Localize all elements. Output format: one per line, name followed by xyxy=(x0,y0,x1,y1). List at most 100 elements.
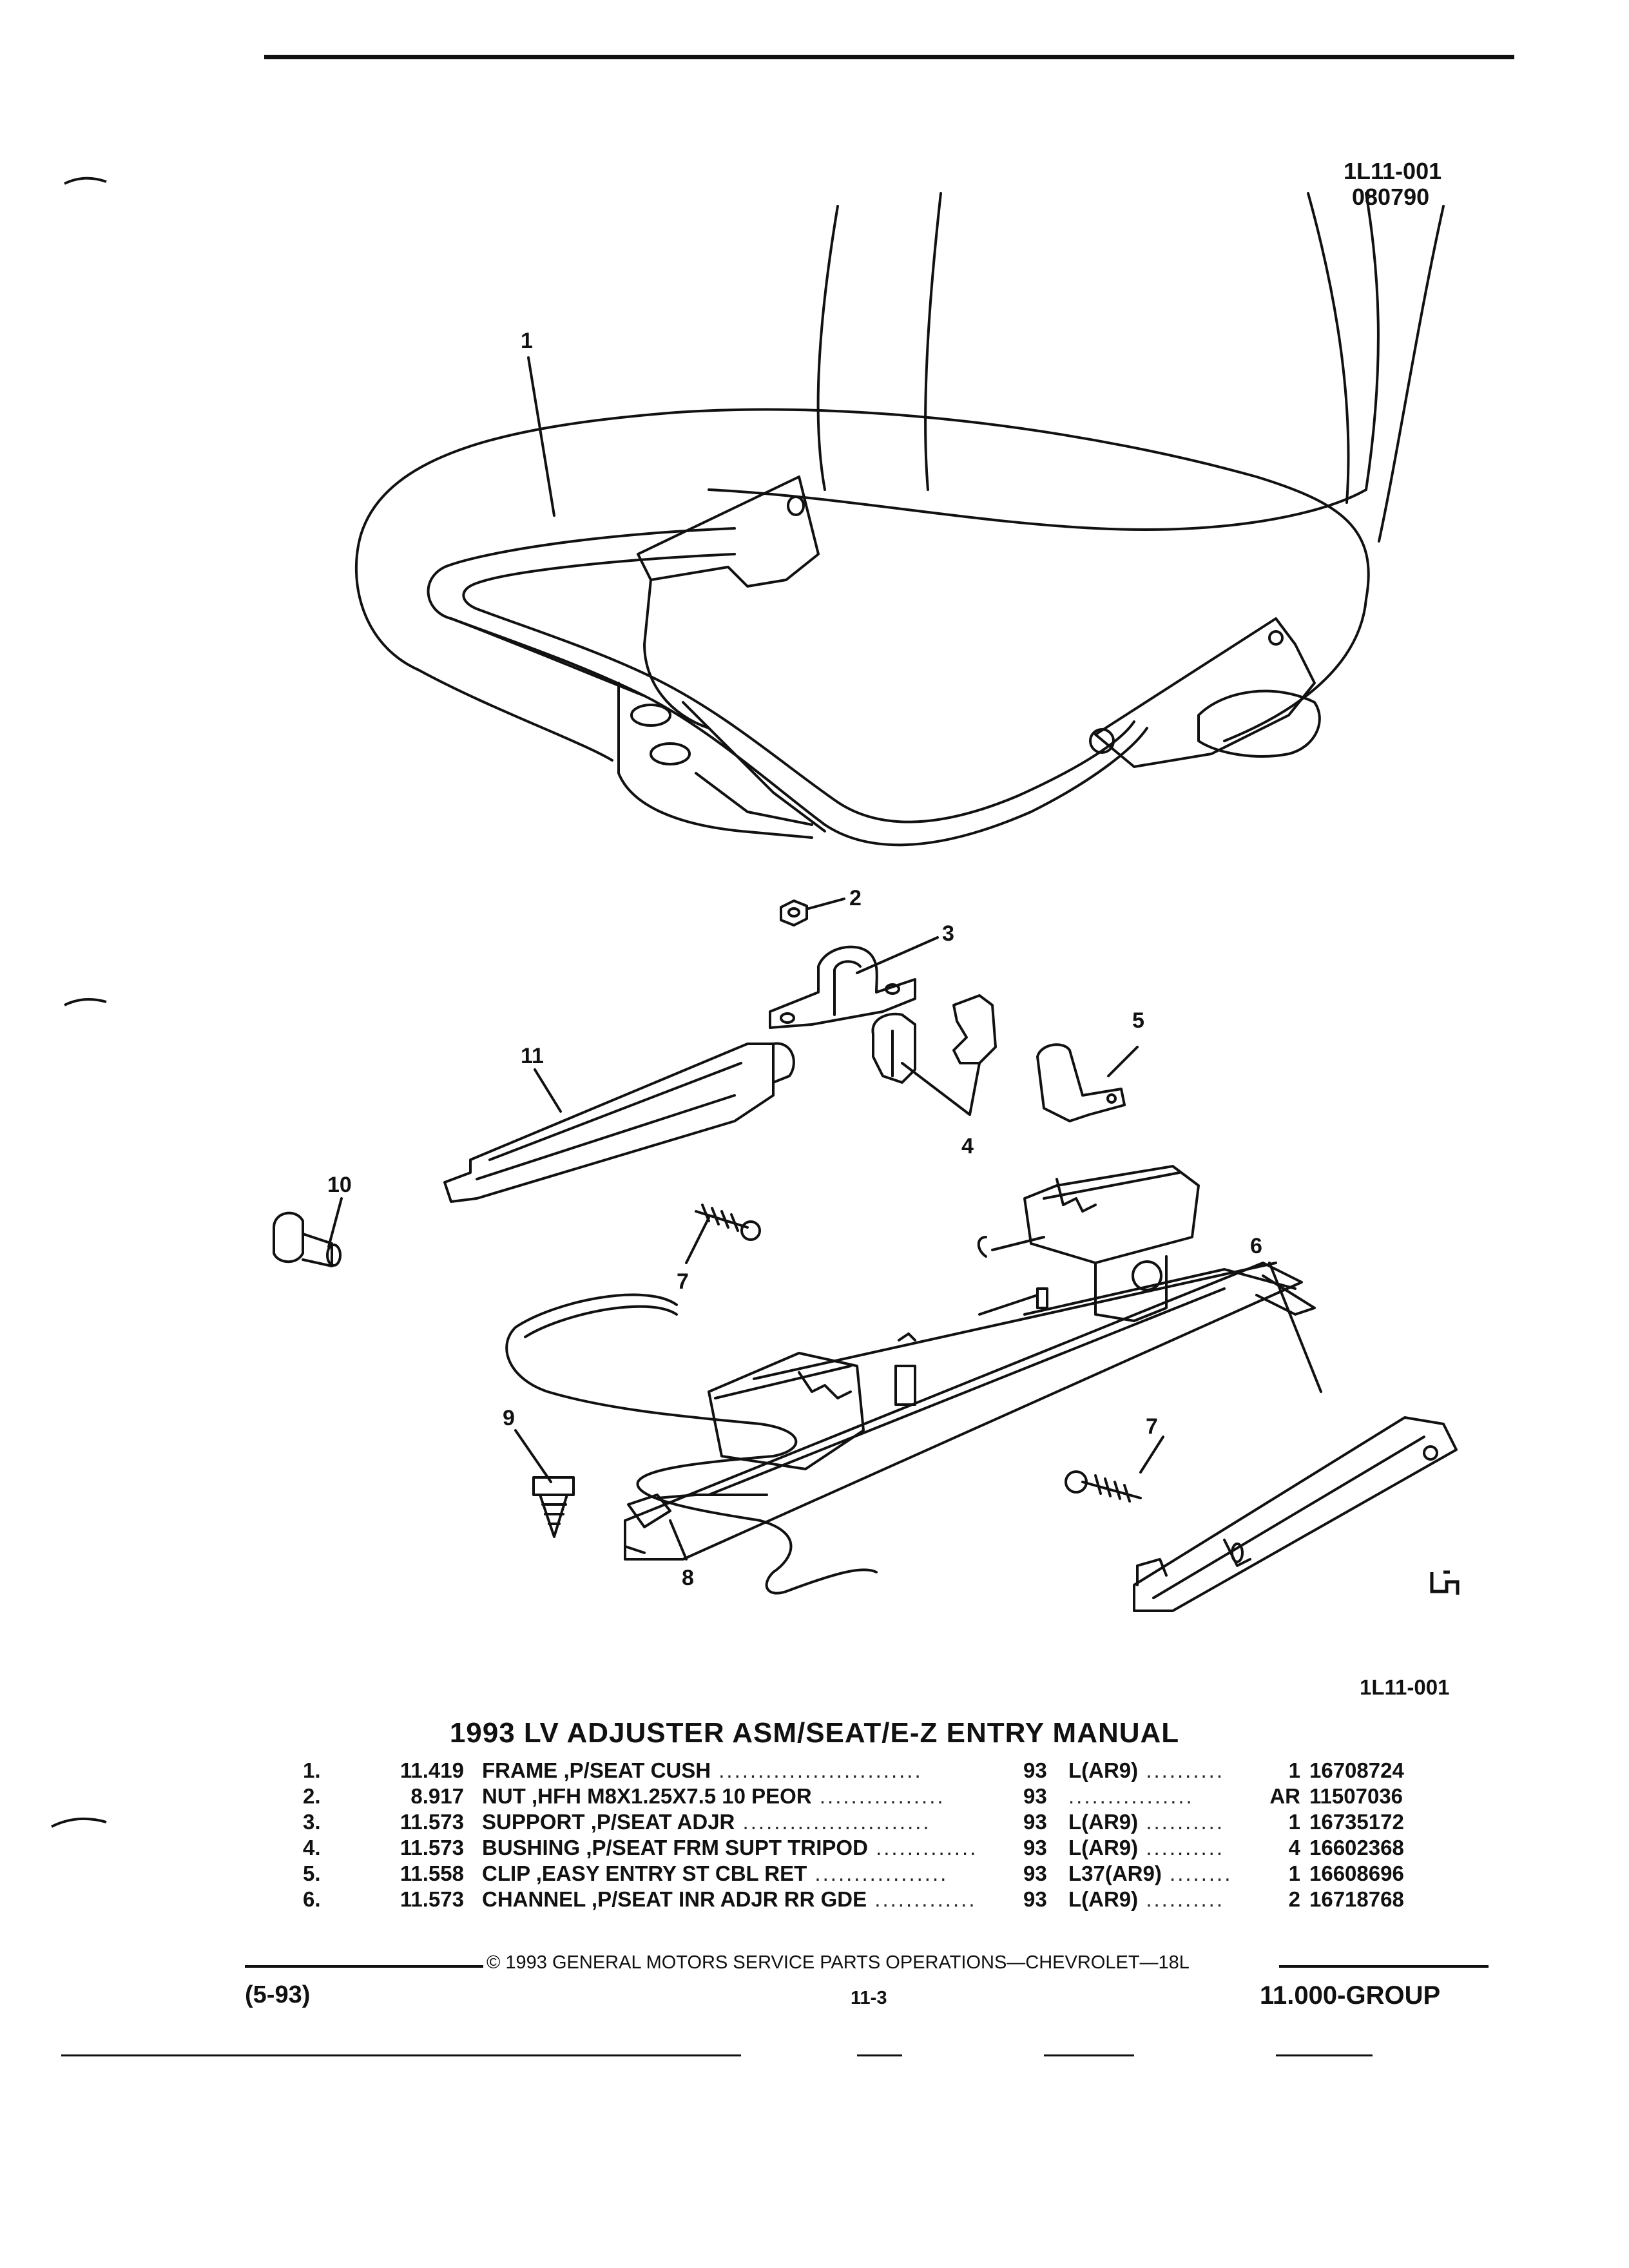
seat-frame-tube xyxy=(427,527,1148,847)
callout-4: 4 xyxy=(961,1134,974,1158)
part-index: 5. xyxy=(303,1861,321,1885)
part-catalog-number: 11.573 xyxy=(400,1887,464,1911)
top-rule xyxy=(264,55,1514,59)
dot-leader: ........ xyxy=(1161,1861,1233,1885)
part-catalog-number: 11.558 xyxy=(400,1861,464,1885)
screw-9 xyxy=(532,1476,575,1496)
figure-date: 080790 xyxy=(1352,184,1430,210)
callout-10: 10 xyxy=(327,1173,352,1197)
part-number: 11507036 xyxy=(1309,1784,1403,1808)
logo-mark xyxy=(1430,1570,1460,1595)
nut-hex xyxy=(780,899,808,927)
callout-3: 3 xyxy=(942,921,954,946)
leader-7-lower xyxy=(1139,1436,1164,1474)
part-description: SUPPORT ,P/SEAT ADJR xyxy=(482,1810,735,1834)
dot-leader: .......... xyxy=(1138,1887,1225,1911)
part-description: NUT ,HFH M8X1.25X7.5 10 PEOR xyxy=(482,1784,812,1808)
part-catalog-number: 11.419 xyxy=(400,1758,464,1782)
dot-leader: .......... xyxy=(1138,1836,1225,1860)
part-index: 1. xyxy=(303,1758,321,1782)
callout-2: 2 xyxy=(849,886,862,910)
part-year: 93 xyxy=(1023,1758,1047,1782)
dot-leader: .......... xyxy=(1138,1810,1225,1834)
leader-11 xyxy=(534,1068,562,1113)
dot-leader: ........................ xyxy=(735,1810,931,1834)
screw-upper xyxy=(695,1210,749,1229)
part-option-code: L37(AR9) xyxy=(1068,1861,1162,1885)
bushing-10 xyxy=(273,1211,304,1264)
leader-10 xyxy=(327,1197,343,1248)
part-option-code: L(AR9) xyxy=(1068,1836,1139,1860)
outer-adjuster-track xyxy=(624,1262,1303,1561)
leader-4 xyxy=(901,1062,981,1116)
part-quantity: 4 xyxy=(1288,1836,1300,1860)
dot-leader: .......... xyxy=(1138,1758,1225,1782)
part-option-code: L(AR9) xyxy=(1068,1758,1139,1782)
part-quantity: 1 xyxy=(1288,1758,1300,1782)
rear-guide-channel xyxy=(1133,1416,1458,1612)
figure-id-bottom: 1L11-001 xyxy=(1360,1675,1450,1699)
dot-leader: ................ xyxy=(811,1784,945,1808)
dot-leader: ................ xyxy=(1068,1784,1194,1808)
leader-6 xyxy=(1268,1262,1322,1393)
part-description: BUSHING ,P/SEAT FRM SUPT TRIPOD xyxy=(482,1836,868,1860)
part-quantity: 1 xyxy=(1288,1810,1300,1834)
clip xyxy=(1036,1043,1126,1122)
callout-6: 6 xyxy=(1250,1234,1262,1258)
callout-8: 8 xyxy=(682,1566,694,1590)
leader-8 xyxy=(669,1519,688,1561)
leader-3 xyxy=(856,936,939,974)
bushing-right xyxy=(952,994,997,1064)
seat-adjuster-exploded-view: 1 2 3 4 5 6 7 7 8 9 10 11 xyxy=(273,192,1460,1612)
part-quantity: 2 xyxy=(1288,1887,1300,1911)
callout-7-lower: 7 xyxy=(1146,1414,1158,1439)
part-catalog-number: 11.573 xyxy=(400,1810,464,1834)
footer-revision: (5-93) xyxy=(245,1981,311,2008)
inner-channel xyxy=(443,1043,775,1203)
part-description: FRAME ,P/SEAT CUSH xyxy=(482,1758,711,1782)
bottom-scan-rule xyxy=(61,2054,1373,2057)
seat-back-outline xyxy=(816,205,839,491)
leader-7-upper xyxy=(685,1216,710,1264)
footer-rule-left xyxy=(245,1965,483,1968)
dot-leader: ................. xyxy=(807,1861,949,1885)
callout-9: 9 xyxy=(503,1406,515,1430)
parts-row: 1. 11.419 FRAME ,P/SEAT CUSH .............… xyxy=(303,1758,1438,1783)
parts-list-table: 1. 11.419 FRAME ,P/SEAT CUSH .............… xyxy=(303,1758,1438,1912)
footer-group: 11.000-GROUP xyxy=(1260,1981,1441,2010)
part-quantity: AR xyxy=(1269,1784,1300,1808)
parts-list-title: 1993 LV ADJUSTER ASM/SEAT/E-Z ENTRY MANU… xyxy=(449,1717,1180,1749)
callout-11: 11 xyxy=(521,1044,544,1068)
cable xyxy=(505,1293,878,1595)
part-index: 2. xyxy=(303,1784,321,1808)
part-year: 93 xyxy=(1023,1784,1047,1808)
parts-row: 3. 11.573 SUPPORT ,P/SEAT ADJR ...........… xyxy=(303,1809,1438,1835)
screw-lower xyxy=(1081,1481,1142,1499)
leader-1 xyxy=(527,356,555,517)
dot-leader: ............. xyxy=(867,1887,977,1911)
dot-leader: .......................... xyxy=(711,1758,923,1782)
part-catalog-number: 11.573 xyxy=(400,1836,464,1860)
figure-id: 1L11-001 xyxy=(1344,158,1442,184)
part-catalog-number: 8.917 xyxy=(410,1784,464,1808)
part-number: 16708724 xyxy=(1309,1758,1404,1782)
part-number: 16718768 xyxy=(1309,1887,1404,1911)
leader-9 xyxy=(514,1429,552,1483)
part-number: 16602368 xyxy=(1309,1836,1404,1860)
part-year: 93 xyxy=(1023,1810,1047,1834)
part-number: 16608696 xyxy=(1309,1861,1404,1885)
part-quantity: 1 xyxy=(1288,1861,1300,1885)
part-description: CHANNEL ,P/SEAT INR ADJR RR GDE xyxy=(482,1887,867,1911)
scan-marks xyxy=(51,177,107,1828)
footer-copyright: © 1993 GENERAL MOTORS SERVICE PARTS OPER… xyxy=(487,1952,1190,1973)
part-index: 3. xyxy=(303,1810,321,1834)
callout-5: 5 xyxy=(1132,1008,1144,1033)
dot-leader: ............. xyxy=(867,1836,978,1860)
part-year: 93 xyxy=(1023,1887,1047,1911)
part-number: 16735172 xyxy=(1309,1810,1404,1834)
part-index: 6. xyxy=(303,1887,321,1911)
callout-1: 1 xyxy=(521,329,533,353)
